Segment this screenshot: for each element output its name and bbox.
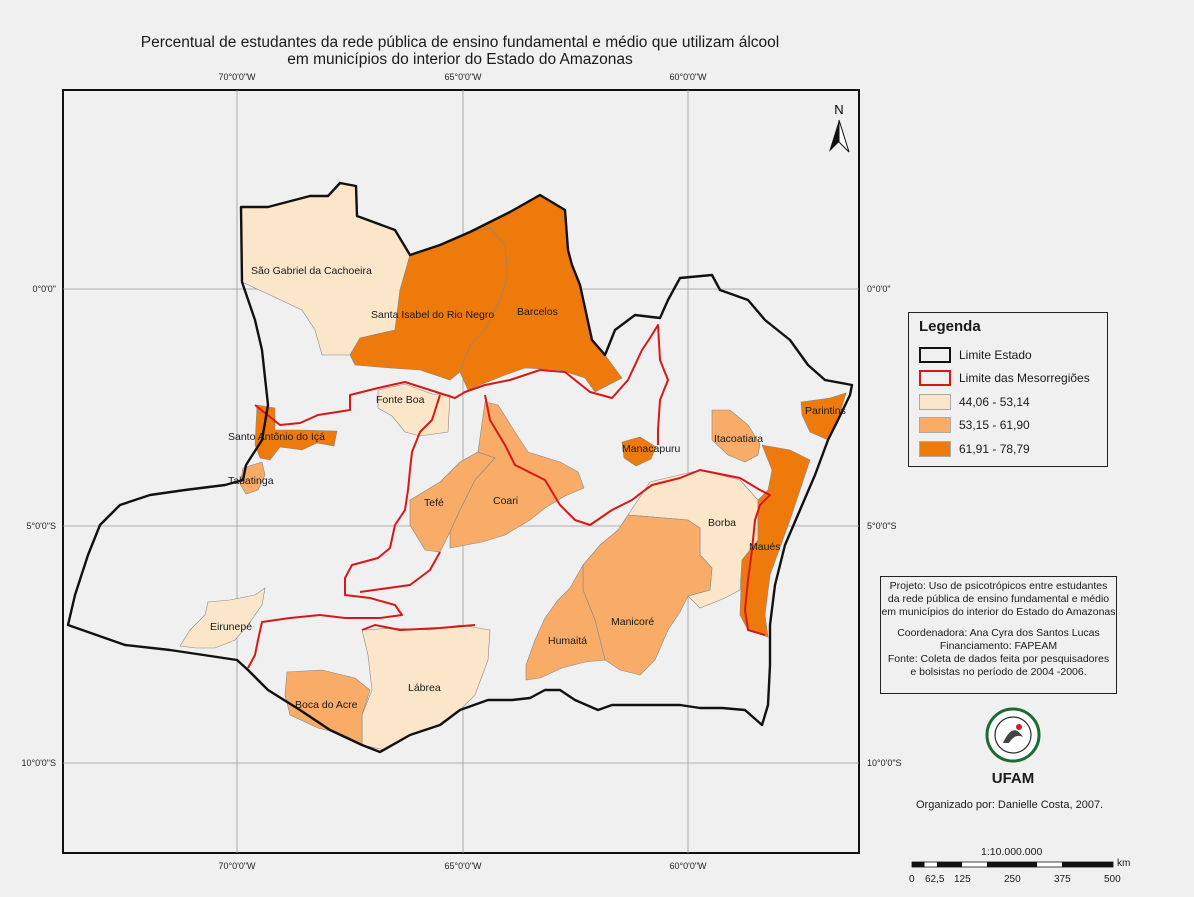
municipality-polygons (179, 182, 847, 751)
lat-label-right-10: 10°0'0"S (867, 758, 902, 768)
scale-tick-0: 0 (909, 874, 915, 885)
label-tabatinga: Tabatinga (228, 475, 274, 487)
lon-label-bottom-65: 65°0'0"W (444, 861, 482, 871)
info-project-line2: da rede pública de ensino fundamental e … (887, 593, 1110, 605)
legend-swatch-class2 (919, 417, 951, 433)
legend-item-class2: 53,15 - 61,90 (919, 416, 1030, 434)
lon-labels: 70°0'0"W 65°0'0"W 60°0'0"W 70°0'0"W 65°0… (218, 72, 707, 871)
info-funding: Financiamento: FAPEAM (939, 640, 1058, 652)
map-title-line1: Percentual de estudantes da rede pública… (140, 34, 780, 51)
label-borba: Borba (708, 517, 736, 529)
label-parintins: Parintins (805, 405, 846, 417)
lon-label-top-70: 70°0'0"W (218, 72, 256, 82)
muni-fonte-boa (377, 383, 451, 437)
legend-swatch-state (919, 347, 951, 363)
municipality-labels: São Gabriel da Cachoeira Santa Isabel do… (210, 265, 846, 711)
label-sao-gabriel: São Gabriel da Cachoeira (251, 265, 372, 277)
ufam-seal-icon (985, 707, 1041, 763)
legend-swatch-meso (919, 370, 951, 386)
scale-bar (911, 861, 1114, 868)
label-itacoatiara: Itacoatiara (714, 433, 763, 445)
north-arrow-label: N (834, 102, 843, 117)
label-tefe: Tefé (424, 497, 444, 509)
legend-label: 53,15 - 61,90 (959, 418, 1030, 432)
legend-title: Legenda (919, 318, 981, 335)
info-project-line3: em municípios do interior do Estado do A… (881, 606, 1116, 618)
scale-tick-62: 62,5 (925, 874, 945, 885)
legend-swatch-class1 (919, 394, 951, 410)
label-manacapuru: Manacapuru (622, 443, 681, 455)
muni-humaita (525, 563, 606, 681)
scale-unit: km (1117, 858, 1131, 869)
north-arrow-icon: N (829, 102, 850, 153)
legend-label: Limite das Mesorregiões (959, 371, 1090, 385)
muni-santo-antonio (254, 404, 338, 461)
lon-label-top-65: 65°0'0"W (444, 72, 482, 82)
muni-coari (449, 401, 585, 549)
lat-label-left-0: 0°0'0" (32, 284, 56, 294)
lon-label-bottom-60: 60°0'0"W (669, 861, 707, 871)
label-coari: Coari (493, 495, 518, 507)
ufam-logo: UFAM (985, 707, 1041, 787)
muni-itacoatiara (711, 409, 761, 463)
lat-label-right-0: 0°0'0" (867, 284, 891, 294)
label-fonte-boa: Fonte Boa (376, 394, 425, 406)
ufam-logo-text: UFAM (991, 770, 1035, 787)
legend-item-class3: 61,91 - 78,79 (919, 440, 1030, 458)
muni-eirunepe (179, 587, 266, 649)
legend-item-state: Limite Estado (919, 346, 1032, 364)
lon-label-bottom-70: 70°0'0"W (218, 861, 256, 871)
scale-ratio: 1:10.000.000 (981, 846, 1043, 858)
map-title-line2: em municípios do interior do Estado do A… (287, 51, 633, 68)
legend-label: 61,91 - 78,79 (959, 442, 1030, 456)
legend-item-meso: Limite das Mesorregiões (919, 369, 1090, 387)
mesoregion-boundaries (247, 324, 771, 669)
info-source-line1: Fonte: Coleta de dados feita por pesquis… (887, 653, 1110, 665)
muni-manacapuru (621, 436, 657, 467)
label-barcelos: Barcelos (517, 306, 558, 318)
legend-label: Limite Estado (959, 348, 1032, 362)
lat-labels: 0°0'0" 5°0'0"S 10°0'0"S 0°0'0" 5°0'0"S 1… (21, 284, 901, 768)
label-eirunepe: Eirunepé (210, 621, 252, 633)
label-maues: Maués (749, 541, 781, 553)
state-boundary (66, 181, 854, 754)
label-labrea: Lábrea (408, 682, 441, 694)
info-coordinator: Coordenadora: Ana Cyra dos Santos Lucas (897, 627, 1100, 639)
lat-label-left-10: 10°0'0"S (21, 758, 56, 768)
label-humaita: Humaitá (548, 635, 587, 647)
legend-item-class1: 44,06 - 53,14 (919, 393, 1030, 411)
legend-box: Legenda Limite Estado Limite das Mesorre… (908, 312, 1108, 467)
lat-label-left-5: 5°0'0"S (26, 521, 56, 531)
info-source-line2: e bolsistas no período de 2004 -2006. (910, 666, 1087, 678)
label-santa-isabel: Santa Isabel do Rio Negro (371, 309, 494, 321)
legend-label: 44,06 - 53,14 (959, 395, 1030, 409)
lon-label-top-60: 60°0'0"W (669, 72, 707, 82)
lat-label-right-5: 5°0'0"S (867, 521, 897, 531)
label-boca-do-acre: Boca do Acre (295, 699, 358, 711)
scale-tick-500: 500 (1104, 874, 1121, 885)
scale-tick-375: 375 (1054, 874, 1071, 885)
legend-swatch-class3 (919, 441, 951, 457)
project-info-box: Projeto: Uso de psicotrópicos entre estu… (880, 576, 1117, 694)
info-project-line1: Projeto: Uso de psicotrópicos entre estu… (889, 580, 1108, 592)
scale-tick-125: 125 (954, 874, 971, 885)
organized-by: Organizado por: Danielle Costa, 2007. (916, 799, 1104, 811)
label-manicore: Manicoré (611, 616, 654, 628)
label-santo-antonio: Santo Antônio do Içá (228, 431, 325, 443)
muni-tabatinga (239, 461, 266, 495)
scale-tick-250: 250 (1004, 874, 1021, 885)
